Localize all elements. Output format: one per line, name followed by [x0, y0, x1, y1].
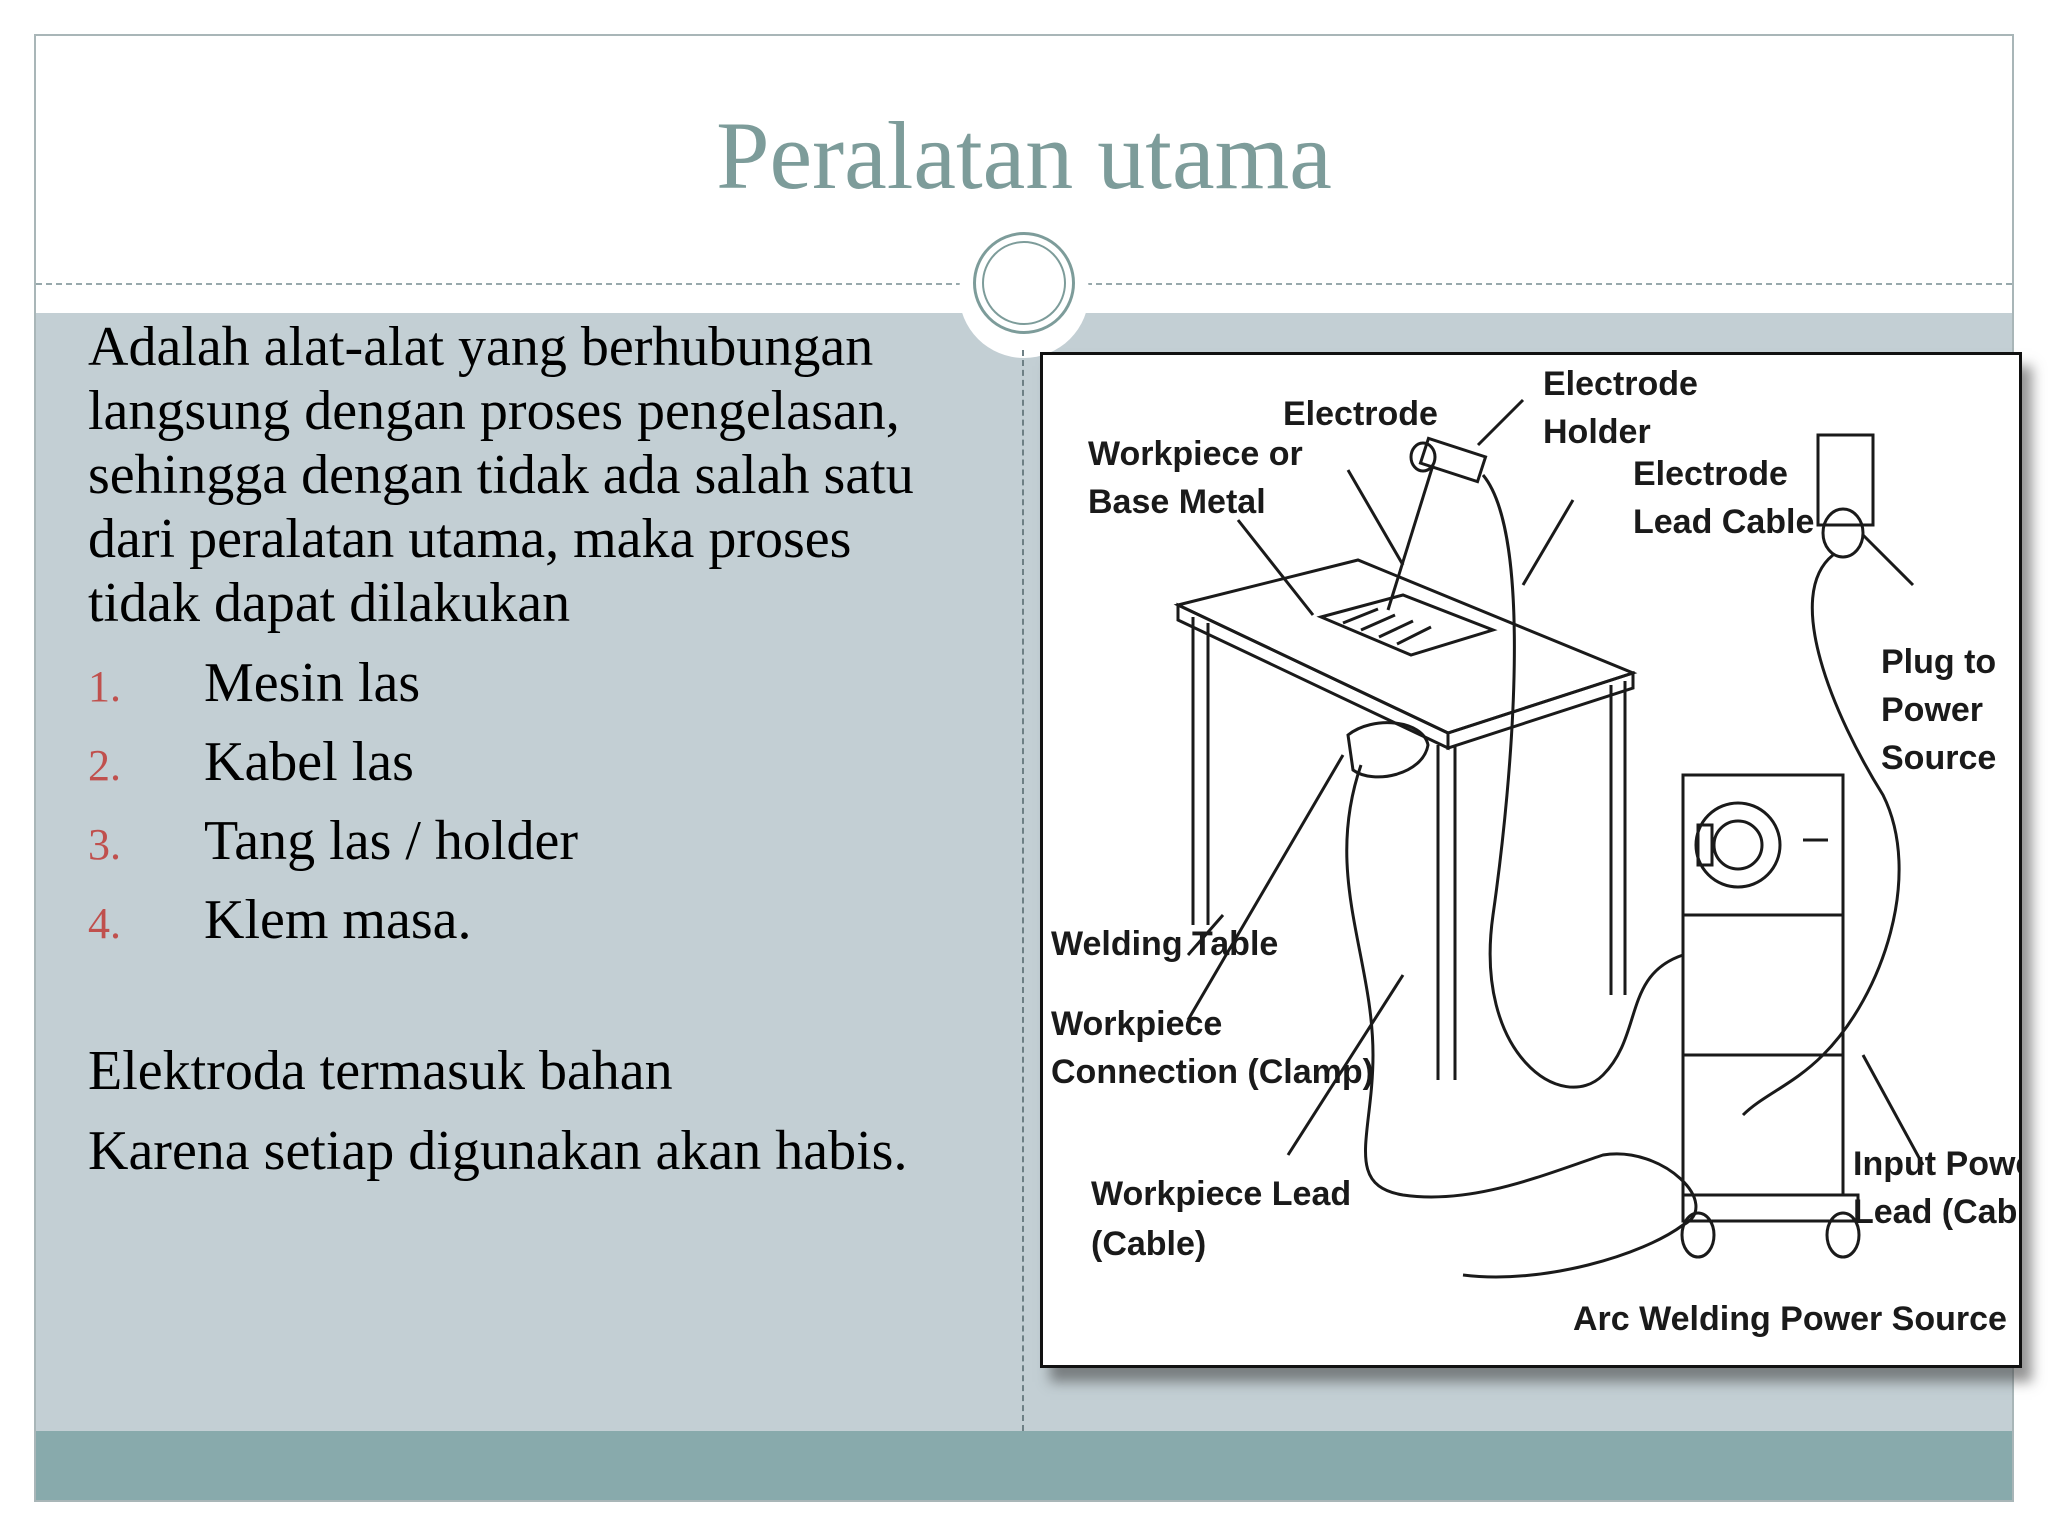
workpiece-lead-cable [1345, 764, 1698, 1279]
slide-title: Peralatan utama [716, 102, 1332, 209]
diagram-drawing [1173, 398, 1925, 1279]
label-clamp: Workpiece [1051, 1005, 1222, 1043]
workpiece-plate [1316, 593, 1498, 657]
table-edge-right [1446, 670, 1635, 751]
label-lead-cable: Lead Cable [1633, 503, 1814, 541]
column-divider [1022, 350, 1024, 1431]
label-welding-table: Welding Table [1051, 925, 1278, 963]
list-item: 2. Kabel las [88, 730, 968, 809]
label-workpiece-lead: (Cable) [1091, 1225, 1206, 1263]
text-column: Adalah alat-alat yang berhubungan langsu… [88, 315, 968, 1183]
power-source-body [1681, 773, 1845, 1197]
label-workpiece-lead: Workpiece Lead [1091, 1175, 1351, 1213]
list-item: 1. Mesin las [88, 651, 968, 730]
electrode [1386, 464, 1435, 611]
list-number: 1. [88, 662, 121, 711]
list-item: 3. Tang las / holder [88, 809, 968, 888]
diagram-labels: Electrode Electrode Holder Workpiece or … [1051, 365, 2019, 1338]
label-clamp: Connection (Clamp) [1051, 1053, 1374, 1091]
workpiece-clamp [1346, 721, 1430, 779]
list-text: Mesin las [204, 652, 421, 714]
note-line-1: Elektroda termasuk bahan [88, 1040, 673, 1102]
input-power-cable [1741, 553, 1901, 1117]
list-number: 2. [88, 741, 121, 790]
list-text: Klem masa. [204, 889, 472, 951]
list-number: 3. [88, 820, 121, 869]
welding-setup-diagram: Electrode Electrode Holder Workpiece or … [1040, 352, 2022, 1368]
label-electrode-holder: Holder [1543, 413, 1651, 451]
label-plug: Plug to [1881, 643, 1996, 681]
list-number: 4. [88, 899, 121, 948]
wall-plug [1816, 433, 1875, 527]
label-workpiece: Workpiece or [1088, 435, 1303, 473]
power-source-base [1681, 1193, 1860, 1223]
label-lead-cable: Electrode [1633, 455, 1788, 493]
intro-paragraph: Adalah alat-alat yang berhubungan langsu… [88, 316, 914, 634]
list-text: Tang las / holder [204, 810, 578, 872]
label-power-source: Arc Welding Power Source [1573, 1300, 2007, 1338]
label-electrode: Electrode [1283, 395, 1438, 433]
list-item: 4. Klem masa. [88, 888, 968, 967]
electrode-lead-cable [1481, 474, 1684, 1089]
diagram-svg: Electrode Electrode Holder Workpiece or … [1051, 365, 2019, 1338]
note-line-2: Karena setiap digunakan akan habis. [88, 1120, 908, 1182]
label-input-power: Input Power [1853, 1145, 2019, 1183]
label-plug: Source [1881, 739, 1996, 777]
label-plug: Power [1881, 691, 1983, 729]
equipment-list: 1. Mesin las 2. Kabel las 3. Tang las / … [88, 651, 968, 967]
label-input-power: Lead (Cable) [1853, 1193, 2019, 1231]
label-electrode-holder: Electrode [1543, 365, 1698, 403]
label-workpiece: Base Metal [1088, 483, 1266, 521]
electrode-holder [1418, 436, 1488, 484]
list-text: Kabel las [204, 731, 414, 793]
power-source-dial [1694, 801, 1782, 889]
divider-circle-inner [982, 241, 1066, 325]
table-top [1173, 558, 1638, 735]
footer-bar [36, 1431, 2012, 1500]
